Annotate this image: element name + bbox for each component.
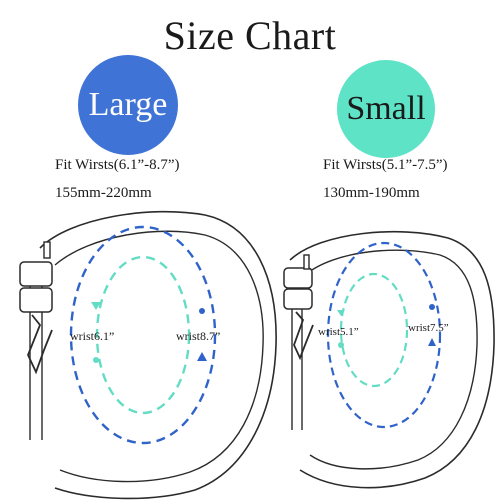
- large-band-outer-outline: [39, 210, 277, 500]
- large-inner-label: wrist6.1”: [70, 329, 114, 343]
- small-band-clasp: [293, 311, 314, 361]
- large-inner-loop: [95, 255, 191, 415]
- large-band-keeper-top: [19, 261, 53, 287]
- small-band: wrist5.1” wrist7.5”: [283, 230, 495, 489]
- small-band-keeper-top: [283, 267, 313, 289]
- small-size-label: Small: [346, 90, 426, 127]
- small-outer-start-dot: [429, 304, 435, 310]
- large-band-keeper-bottom: [19, 287, 53, 313]
- large-mm-range: 155mm-220mm: [55, 185, 152, 201]
- large-inner-arrow: [91, 302, 101, 310]
- small-band-pin: [303, 254, 310, 270]
- large-size-badge: Large: [78, 55, 178, 155]
- small-inner-arrow: [337, 310, 345, 316]
- small-outer-label: wrist7.5”: [408, 322, 449, 334]
- large-band: wrist6.1” wrist8.7”: [19, 210, 277, 500]
- large-band-inner-outline: [54, 230, 264, 483]
- large-band-clasp: [27, 314, 53, 375]
- large-size-label: Large: [88, 86, 168, 123]
- small-inner-label: wrist5.1”: [318, 326, 359, 338]
- large-outer-loop: [69, 225, 217, 445]
- small-band-keeper-bottom: [283, 288, 313, 310]
- large-outer-arrow: [197, 352, 207, 361]
- small-fit-range: Fit Wirsts(5.1”-7.5”): [323, 157, 448, 173]
- small-outer-arrow: [428, 338, 436, 346]
- small-outer-loop: [326, 241, 442, 429]
- small-band-outer-outline: [289, 230, 495, 489]
- small-inner-loop: [339, 272, 409, 388]
- large-outer-label: wrist8.7”: [176, 329, 220, 343]
- small-band-inner-outline: [304, 249, 478, 470]
- large-fit-range: Fit Wirsts(6.1”-8.7”): [55, 157, 180, 173]
- small-mm-range: 130mm-190mm: [323, 185, 420, 201]
- small-inner-end-dot: [338, 342, 344, 348]
- large-band-pin: [43, 241, 51, 259]
- small-size-badge: Small: [337, 60, 435, 158]
- large-inner-end-dot: [93, 357, 99, 363]
- chart-title: Size Chart: [163, 13, 337, 58]
- large-outer-start-dot: [199, 308, 205, 314]
